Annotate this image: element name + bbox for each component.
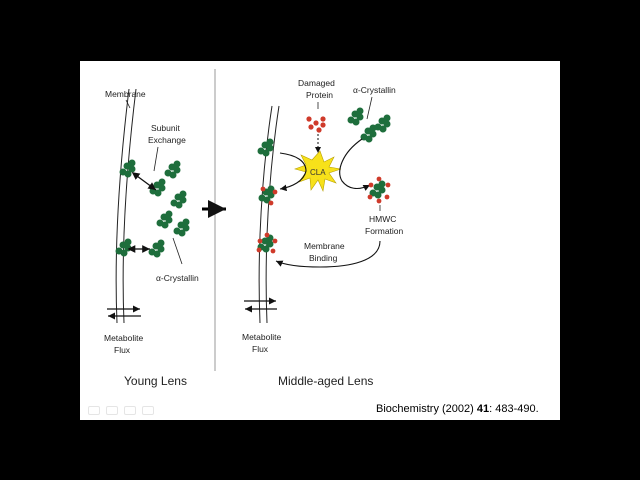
alpha-crystallin-cluster (375, 115, 391, 133)
metabolite-flux-label-right: Metabolite Flux (242, 332, 284, 354)
membrane-binding-label: Membrane Binding (304, 241, 347, 263)
middle-membrane (259, 106, 279, 323)
panel-caption-middle: Middle-aged Lens (278, 374, 373, 388)
alpha-crystallin-cluster (157, 211, 173, 229)
slide-toolbar (88, 406, 154, 415)
alpha-crystallin-cluster (165, 161, 181, 179)
damaged-protein-dots (306, 116, 325, 132)
membrane-label: Membrane (105, 89, 146, 99)
young-membrane (116, 89, 136, 323)
cla-label: CLA (310, 168, 326, 177)
subunit-exchange-label: Subunit Exchange (148, 123, 186, 145)
exchange-arrow (137, 176, 156, 190)
alpha-crystallin-label: α-Crystallin (156, 273, 199, 283)
metabolite-flux-label: Metabolite Flux (104, 333, 146, 355)
alpha-crystallin-cluster (348, 108, 364, 126)
next-icon[interactable] (142, 406, 154, 415)
alpha-crystallin-cluster (258, 139, 274, 157)
cla-burst: CLA (295, 151, 341, 191)
pen-icon[interactable] (106, 406, 118, 415)
hmwc-cluster (368, 177, 391, 204)
damaged-protein-label: Damaged Protein (298, 78, 337, 100)
citation: Biochemistry (2002) 41: 483-490. (376, 403, 539, 415)
alpha-crystallin-cluster (149, 240, 165, 258)
alpha-crystallin-cluster (171, 191, 187, 209)
menu-icon[interactable] (124, 406, 136, 415)
alpha-crystallin-label-right: α-Crystallin (353, 85, 396, 95)
alpha-crystallin-cluster (174, 219, 190, 237)
prev-icon[interactable] (88, 406, 100, 415)
panel-caption-young: Young Lens (124, 374, 187, 388)
lens-diagram: Membrane Subunit Exchange α-Crystallin M… (80, 61, 560, 420)
hmwc-formation-label: HMWC Formation (365, 214, 404, 236)
alpha-crystallin-cluster (361, 125, 377, 143)
slide: Membrane Subunit Exchange α-Crystallin M… (80, 61, 560, 420)
